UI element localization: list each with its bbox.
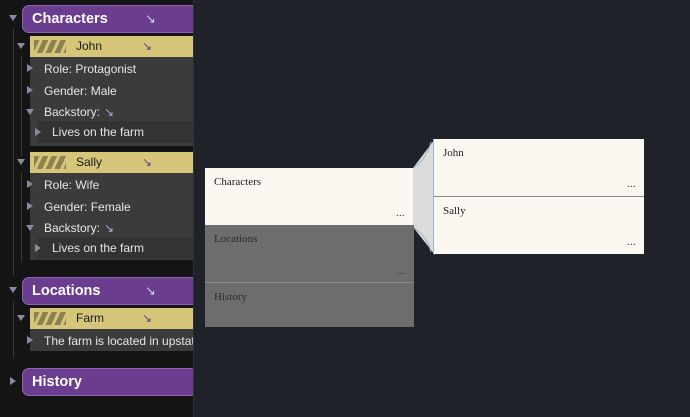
pane-divider[interactable] — [193, 0, 194, 417]
collapse-toggle-icon[interactable] — [9, 15, 17, 21]
farm-text[interactable]: The farm is located in upstate — [44, 334, 194, 348]
nested-row-bg — [38, 237, 194, 259]
field-role[interactable]: Role: Wife — [44, 178, 100, 192]
guide-line — [13, 302, 14, 358]
tag-stripes-icon — [34, 312, 66, 325]
tag-farm[interactable]: Farm ↘ — [30, 308, 194, 329]
expand-toggle-icon[interactable] — [27, 336, 33, 344]
field-backstory[interactable]: Backstory:↘ — [44, 105, 114, 119]
backstory-text[interactable]: Lives on the farm — [52, 241, 145, 255]
more-icon[interactable]: ... — [627, 237, 636, 248]
expand-toggle-icon[interactable] — [35, 128, 41, 136]
field-role[interactable]: Role: Protagonist — [44, 62, 137, 76]
card-title: Characters — [214, 176, 262, 188]
expand-toggle-icon[interactable] — [27, 86, 33, 94]
collapse-toggle-icon[interactable] — [17, 43, 25, 49]
active-branch-line — [433, 139, 434, 254]
link-arrow-icon[interactable]: ↘ — [104, 105, 115, 119]
link-arrow-icon[interactable]: ↘ — [142, 155, 153, 169]
heading-characters[interactable]: Characters ↘ — [22, 5, 194, 33]
backstory-text[interactable]: Lives on the farm — [52, 125, 145, 139]
heading-label: Locations — [32, 283, 101, 299]
link-arrow-icon[interactable]: ↘ — [104, 221, 115, 235]
card-title: History — [214, 291, 247, 303]
link-arrow-icon[interactable]: ↘ — [145, 283, 156, 298]
guide-line — [21, 56, 22, 156]
more-icon[interactable]: ... — [627, 179, 636, 190]
heading-label: Characters — [32, 11, 108, 27]
expand-toggle-icon[interactable] — [10, 377, 16, 385]
guide-line — [21, 172, 22, 262]
card-title: Sally — [443, 205, 466, 217]
nested-row-bg — [38, 121, 194, 143]
card-title: Locations — [214, 233, 258, 245]
field-label: Backstory: — [44, 105, 101, 119]
card-locations[interactable]: Locations ... — [205, 225, 414, 283]
connector-funnel — [413, 139, 435, 255]
card-separator — [434, 196, 644, 197]
heading-locations[interactable]: Locations ↘ — [22, 277, 194, 305]
tag-label: Sally — [76, 155, 103, 169]
collapse-toggle-icon[interactable] — [9, 287, 17, 293]
guide-line — [13, 28, 14, 276]
field-label: Backstory: — [44, 221, 101, 235]
group-farm — [30, 329, 194, 351]
card-characters[interactable]: Characters ... — [205, 168, 413, 225]
collapse-toggle-icon[interactable] — [17, 159, 25, 165]
tag-john[interactable]: John ↘ — [30, 36, 194, 57]
link-arrow-icon[interactable]: ↘ — [142, 39, 153, 53]
collapse-toggle-icon[interactable] — [17, 315, 25, 321]
collapse-toggle-icon[interactable] — [26, 109, 34, 115]
expand-toggle-icon[interactable] — [27, 180, 33, 188]
tag-label: John — [76, 39, 103, 53]
tag-sally[interactable]: Sally ↘ — [30, 152, 194, 173]
expand-toggle-icon[interactable] — [27, 202, 33, 210]
card-title: John — [443, 147, 464, 159]
expand-toggle-icon[interactable] — [35, 244, 41, 252]
tag-stripes-icon — [34, 156, 66, 169]
field-gender[interactable]: Gender: Female — [44, 200, 131, 214]
expand-toggle-icon[interactable] — [27, 64, 33, 72]
card-separator — [205, 282, 414, 283]
outline-pane: Characters ↘ John ↘ Role: Protagonist Ge… — [0, 0, 194, 417]
card-john[interactable]: John ... — [434, 139, 644, 196]
card-history[interactable]: History — [205, 283, 414, 327]
heading-history[interactable]: History — [22, 368, 194, 396]
link-arrow-icon[interactable]: ↘ — [142, 311, 153, 325]
heading-label: History — [32, 374, 82, 390]
field-gender[interactable]: Gender: Male — [44, 84, 117, 98]
field-backstory[interactable]: Backstory:↘ — [44, 221, 114, 235]
tag-label: Farm — [76, 311, 104, 325]
more-icon[interactable]: ... — [396, 208, 405, 219]
collapse-toggle-icon[interactable] — [26, 225, 34, 231]
more-icon[interactable]: ... — [397, 266, 406, 277]
card-sally[interactable]: Sally ... — [434, 197, 644, 254]
link-arrow-icon[interactable]: ↘ — [145, 11, 156, 26]
tag-stripes-icon — [34, 40, 66, 53]
